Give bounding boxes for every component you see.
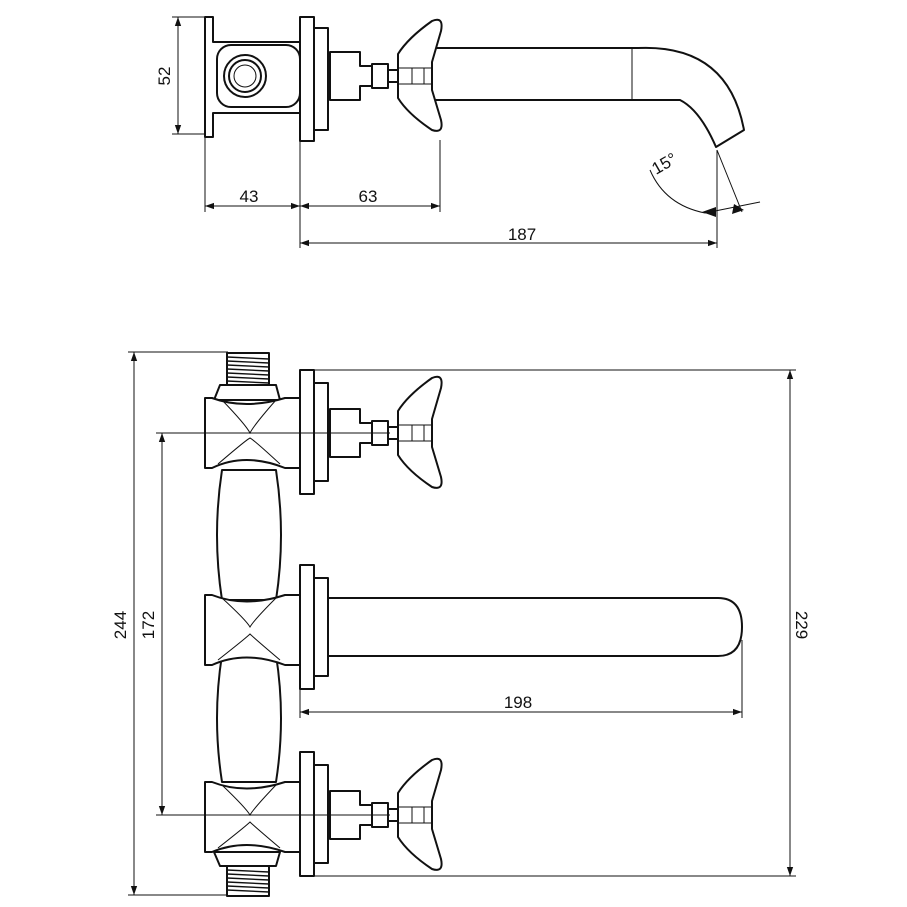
middle-tee-body <box>204 594 301 666</box>
dim-depth-b-label: 63 <box>359 187 378 206</box>
dim-overall-height-label: 244 <box>111 611 130 639</box>
front-view <box>204 352 743 897</box>
front-view-dimensions: 244 172 229 198 <box>111 351 811 896</box>
dim-flange-span-label: 229 <box>792 611 811 639</box>
lower-inlet-thread <box>213 851 281 897</box>
front-spout <box>327 597 743 657</box>
upper-handle <box>329 375 443 489</box>
middle-wall-flange <box>299 564 329 690</box>
lower-handle <box>329 757 443 871</box>
lower-valve-body <box>204 781 301 853</box>
lower-wall-flange <box>299 751 329 877</box>
spout-pipe <box>419 46 745 148</box>
upper-wall-flange <box>299 369 329 495</box>
dim-spout-projection-label: 187 <box>508 225 536 244</box>
handle <box>329 18 443 132</box>
dim-handle-center-distance-label: 172 <box>139 611 158 639</box>
side-view-dimensions: 52 43 63 187 15° <box>155 16 761 248</box>
dim-wall-to-spout-tip-label: 198 <box>504 693 532 712</box>
dim-spout-angle-label: 15° <box>649 149 681 178</box>
dim-depth-a-label: 43 <box>240 187 259 206</box>
side-view <box>204 16 745 148</box>
union-nut <box>216 44 301 108</box>
wall-flange <box>299 16 329 142</box>
body-pipes <box>216 469 282 783</box>
upper-inlet-thread <box>213 352 281 401</box>
dim-flange-height-label: 52 <box>155 67 174 86</box>
